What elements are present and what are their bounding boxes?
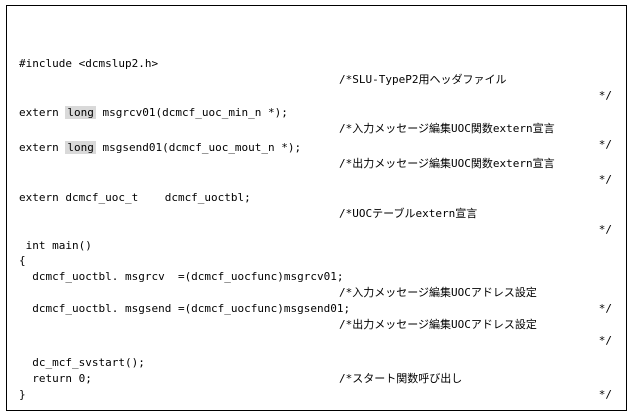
open-brace: { — [19, 254, 26, 267]
code-line-assign-msgsend: dcmcf_uoctbl. msgsend =(dcmcf_uocfunc)ms… — [7, 285, 626, 315]
extern-msgsend-declaration: extern long msgsend01(dcmcf_uoc_mout_n *… — [19, 140, 301, 156]
svstart-comment: /*スタート関数呼び出し — [339, 372, 463, 385]
code-line-extern-uoctbl: extern dcmcf_uoc_t dcmcf_uoctbl; /*UOCテー… — [7, 174, 626, 236]
code-line-assign-msgrcv-comment: /*入力メッセージ編集UOCアドレス設定 */ — [7, 269, 626, 315]
assign-msgsend: dcmcf_uoctbl. msgsend =(dcmcf_uocfunc)ms… — [19, 302, 351, 315]
code-line-extern-msgrcv: extern long msgrcv01(dcmcf_uoc_min_n *);… — [7, 89, 626, 151]
include-comment-end: */ — [598, 89, 612, 102]
code-line-assign-msgrcv: dcmcf_uoctbl. msgrcv =(dcmcf_uocfunc)msg… — [7, 253, 626, 283]
extern-keyword: extern — [19, 141, 66, 154]
long-type-highlight: long — [65, 106, 96, 119]
assign-msgrcv-comment-end: */ — [598, 302, 612, 315]
uoctbl-declaration: extern dcmcf_uoc_t dcmcf_uoctbl; — [19, 191, 251, 204]
main-signature: int main() — [19, 239, 92, 252]
code-line-return: return 0; — [7, 355, 626, 385]
extern-msgrcv-declaration: extern long msgrcv01(dcmcf_uoc_min_n *); — [19, 105, 288, 121]
assign-msgsend-comment: /*出力メッセージ編集UOCアドレス設定 — [339, 318, 537, 331]
svstart-call: dc_mcf_svstart(); — [19, 356, 145, 369]
code-listing-frame: #include <dcmslup2.h> /*SLU-TypeP2用ヘッダファ… — [6, 5, 627, 411]
code-line-assign-msgsend-comment: /*出力メッセージ編集UOCアドレス設定 */ — [7, 301, 626, 347]
code-line-include: #include <dcmslup2.h> /*SLU-TypeP2用ヘッダファ… — [7, 40, 626, 102]
assign-msgsend-comment-end: */ — [598, 334, 612, 347]
include-comment: /*SLU-TypeP2用ヘッダファイル — [339, 73, 507, 86]
close-brace: } — [19, 388, 26, 401]
assign-msgrcv: dcmcf_uoctbl. msgrcv =(dcmcf_uocfunc)msg… — [19, 270, 344, 283]
code-line-close-brace: } — [7, 371, 626, 401]
code-line-open-brace: { — [7, 237, 626, 267]
msgsend-signature: msgsend01(dcmcf_uoc_mout_n *); — [102, 141, 302, 154]
code-line-extern-msgsend: extern long msgsend01(dcmcf_uoc_mout_n *… — [7, 124, 626, 186]
assign-msgrcv-comment: /*入力メッセージ編集UOCアドレス設定 — [339, 286, 537, 299]
return-statement: return 0; — [19, 372, 92, 385]
svstart-comment-end: */ — [598, 388, 612, 401]
msgrcv-comment-end: */ — [598, 138, 612, 151]
msgrcv-signature: msgrcv01(dcmcf_uoc_min_n *); — [102, 106, 288, 119]
uoctbl-comment-end: */ — [598, 223, 612, 236]
extern-keyword: extern — [19, 106, 66, 119]
include-directive: #include <dcmslup2.h> — [19, 57, 159, 70]
msgsend-comment: /*出力メッセージ編集UOC関数extern宣言 — [339, 157, 555, 170]
code-line-main: int main() — [7, 222, 626, 252]
uoctbl-comment: /*UOCテーブルextern宣言 — [339, 207, 478, 220]
code-line-svstart: dc_mcf_svstart(); /*スタート関数呼び出し */ — [7, 339, 626, 401]
msgrcv-comment: /*入力メッセージ編集UOC関数extern宣言 — [339, 122, 555, 135]
msgsend-comment-end: */ — [598, 173, 612, 186]
long-type-highlight: long — [65, 141, 96, 154]
